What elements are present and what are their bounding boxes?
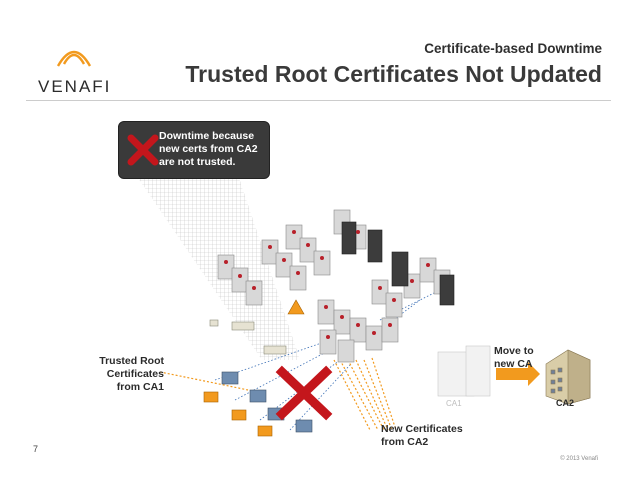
slide-title: Trusted Root Certificates Not Updated: [185, 61, 602, 87]
logo-text: VENAFI: [38, 77, 112, 96]
failure-x-icon: [275, 365, 333, 421]
label-move-to-new-ca: Move to new CA: [494, 345, 534, 370]
slide: [26, 24, 611, 469]
downtime-callout: Downtime because new certs from CA2 are …: [118, 121, 270, 179]
network-devices: [209, 299, 305, 355]
label-new-certs: New Certificates from CA2: [381, 423, 463, 448]
copyright-footer: © 2013 Venafi: [560, 456, 598, 462]
page-number: 7: [33, 444, 39, 454]
trust-lines: [159, 357, 397, 431]
label-trusted-root: Trusted Root Certificates from CA1: [99, 355, 164, 393]
title-divider: [26, 100, 611, 101]
venafi-logo: VENAFI: [36, 44, 146, 104]
venafi-logo-mark: [56, 50, 92, 67]
user-folders: [203, 391, 273, 437]
move-arrow-icon: [496, 362, 540, 386]
ca2-building-icon: [545, 349, 591, 405]
rack-servers: [341, 221, 455, 306]
slide-subtitle: Certificate-based Downtime: [424, 41, 602, 56]
label-ca1: CA1: [446, 399, 462, 408]
close-x-icon: [127, 134, 159, 166]
ca1-building-icon: [437, 345, 491, 397]
callout-text: Downtime because new certs from CA2 are …: [159, 130, 258, 168]
label-ca2: CA2: [556, 398, 575, 408]
certificate-icons: [224, 230, 430, 339]
server-cluster: [217, 209, 451, 363]
